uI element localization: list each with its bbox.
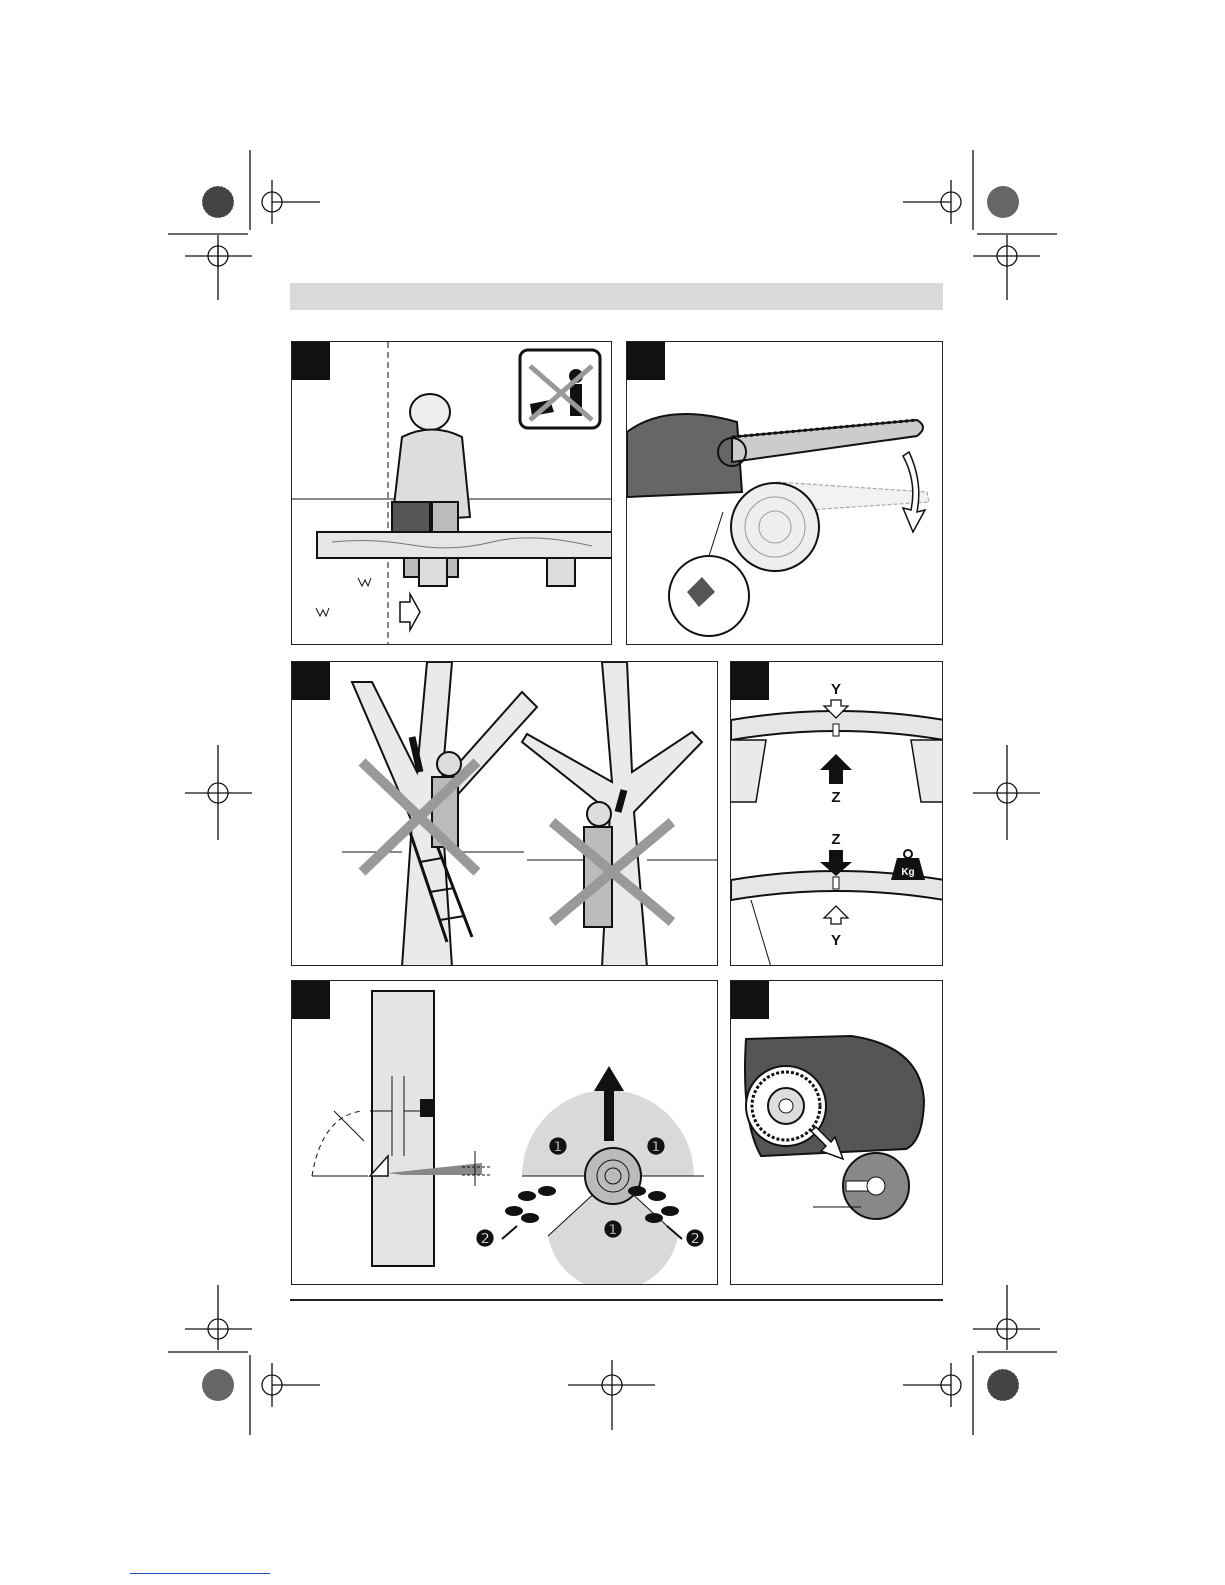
figure-2-illustration bbox=[627, 342, 943, 645]
zone-1-left: ❶ bbox=[548, 1134, 568, 1159]
figure-5-illustration: ❶ ❶ ❶ ❷ ❷ bbox=[292, 981, 718, 1285]
weight-label: Kg bbox=[901, 867, 914, 878]
figure-4-panel: Y Z Z Y Kg bbox=[730, 661, 943, 966]
figure-2-panel bbox=[626, 341, 943, 645]
figure-3-panel bbox=[291, 661, 718, 966]
zone-1-right: ❶ bbox=[646, 1134, 666, 1159]
zone-2-left: ❷ bbox=[475, 1226, 495, 1251]
figure-1-illustration bbox=[292, 342, 612, 645]
label-bottom-y: Y bbox=[831, 932, 841, 949]
label-bottom-z: Z bbox=[831, 831, 840, 848]
label-top-y: Y bbox=[831, 681, 841, 698]
header-bar bbox=[290, 283, 943, 310]
label-top-z: Z bbox=[831, 789, 840, 806]
figure-6-panel bbox=[730, 980, 943, 1285]
figure-6-illustration bbox=[731, 981, 943, 1285]
figure-4-illustration: Y Z Z Y Kg bbox=[731, 662, 943, 966]
figure-1-panel bbox=[291, 341, 612, 645]
zone-1-bottom: ❶ bbox=[603, 1217, 623, 1242]
footer-rule bbox=[290, 1299, 943, 1301]
figure-3-illustration bbox=[292, 662, 718, 966]
figure-5-panel: ❶ ❶ ❶ ❷ ❷ bbox=[291, 980, 718, 1285]
footer-link-underline bbox=[130, 1573, 270, 1574]
zone-2-right: ❷ bbox=[685, 1226, 705, 1251]
